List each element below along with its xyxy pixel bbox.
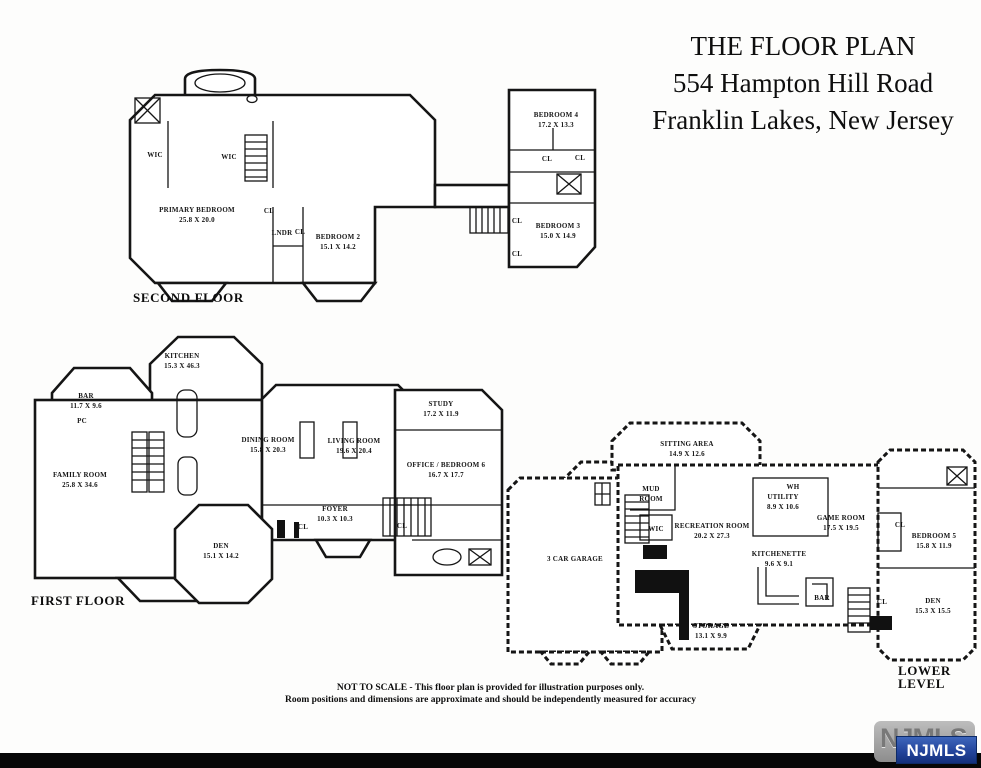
room-label-wic-left: WIC: [147, 150, 163, 159]
title-line-1: THE FLOOR PLAN: [690, 31, 916, 61]
room-label-cl-lndr: CL: [294, 227, 306, 236]
lower-level-walls: [506, 421, 977, 666]
disclaimer-line-2: Room positions and dimensions are approx…: [284, 695, 696, 706]
room-label-cl-bed5: CL: [894, 520, 906, 529]
second-floor-walls: [128, 68, 597, 303]
room-label-cl-foyer-right: CL: [396, 521, 408, 530]
second-floor-label: SECOND FLOOR: [133, 290, 244, 305]
first-floor-plan-drawing: [33, 335, 504, 605]
room-label-cl-hall: CL: [263, 206, 275, 215]
room-label-three-car-garage: 3 CAR GARAGE: [547, 554, 603, 563]
second-floor-plan-drawing: [128, 68, 597, 303]
lower-level-details: [594, 465, 975, 633]
title-block: THE FLOOR PLAN 554 Hampton Hill Road Fra…: [628, 28, 978, 139]
room-label-lndr: LNDR: [271, 228, 293, 237]
title-line-2: 554 Hampton Hill Road: [672, 67, 934, 98]
title-line-3: Franklin Lakes, New Jersey: [652, 104, 954, 135]
room-label-bar-lower: BAR: [814, 593, 830, 602]
room-label-wic-right: WIC: [221, 152, 237, 161]
first-floor-details: [131, 389, 502, 566]
first-floor-walls: [33, 335, 504, 605]
first-floor-label: FIRST FLOOR: [31, 593, 126, 608]
room-label-cl-stairs: CL: [876, 597, 888, 606]
disclaimer-line-1: NOT TO SCALE - This floor plan is provid…: [336, 683, 645, 693]
room-label-cl-bed3-bottom: CL: [511, 249, 523, 258]
disclaimer: NOT TO SCALE - This floor plan is provid…: [0, 682, 981, 707]
room-label-cl-bed3-top: CL: [511, 216, 523, 225]
lower-level-solids: [635, 545, 892, 640]
bottom-black-bar: [0, 753, 981, 768]
first-floor-solids: [277, 520, 299, 538]
njmls-logo-badge: NJMLS: [896, 736, 977, 764]
room-label-mud-room: MUD ROOM: [639, 484, 663, 503]
room-label-pc: PC: [77, 416, 87, 425]
room-label-wh: WH: [786, 482, 800, 491]
room-label-cl-bed4-left: CL: [541, 154, 553, 163]
room-label-cl-foyer-left: CL: [297, 522, 309, 531]
second-floor-details: [134, 73, 595, 283]
room-label-cl-bed4-right: CL: [574, 153, 586, 162]
lower-level-plan-drawing: [506, 421, 977, 666]
lower-level-label: LOWER LEVEL: [898, 663, 951, 691]
room-label-wic-lower: WIC: [648, 524, 664, 533]
